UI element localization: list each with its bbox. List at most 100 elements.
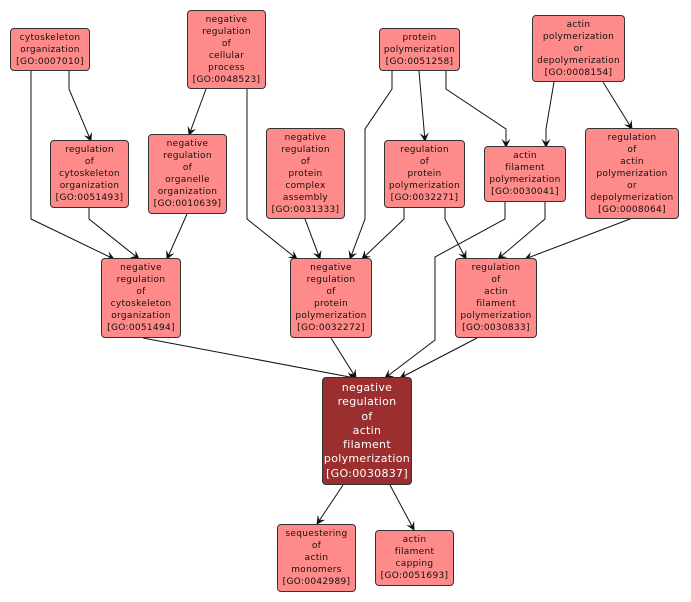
go-term-label-line: of xyxy=(300,156,311,167)
edge-GO0051258-to-GO0032271 xyxy=(418,70,429,142)
go-term-label-line: filament xyxy=(394,547,435,557)
edge-GO0010639-to-GO0051494 xyxy=(166,213,188,260)
go-term-node-go0030833[interactable]: regulation of actin filament polymerization [… xyxy=(455,258,537,338)
go-term-label-line: polymerization xyxy=(596,168,668,179)
go-term-id: [GO:0032272] xyxy=(297,323,365,333)
edge-GO0008154-to-GO0030041 xyxy=(541,81,555,148)
go-term-label-line: depolymerization xyxy=(590,192,674,203)
go-term-label-line: actin xyxy=(566,19,591,30)
go-term-label-line: negative xyxy=(284,132,327,143)
go-term-label-line: filament xyxy=(343,438,391,452)
edge-GO0030837-to-GO0051693 xyxy=(389,484,415,531)
go-term-label-line: of xyxy=(361,409,373,423)
go-term-label-line: negative xyxy=(341,380,393,394)
go-term-label-line: or xyxy=(573,43,584,54)
go-term-label-line: polymerization xyxy=(460,311,532,321)
go-term-label-line: cellular xyxy=(208,50,245,61)
edge-GO0032271-to-GO0030833 xyxy=(444,208,467,260)
go-term-label-line: of xyxy=(326,287,336,297)
go-term-label-line: polymerization xyxy=(542,31,615,42)
edge-GO0051494-to-GO0030837 xyxy=(142,337,356,381)
go-term-label-line: of xyxy=(419,157,430,167)
go-term-label-line: actin xyxy=(352,423,382,437)
go-term-label-line: protein xyxy=(402,32,437,43)
go-term-label-line: cytoskeleton xyxy=(110,299,172,309)
go-term-label-line: capping xyxy=(395,559,434,569)
go-term-id: [GO:0007010] xyxy=(16,56,84,67)
go-term-node-go0051493[interactable]: regulation of cytoskeleton organization [GO:… xyxy=(50,140,129,208)
go-term-id: [GO:0051693] xyxy=(380,571,449,581)
go-term-label-line: negative xyxy=(120,263,162,273)
go-term-label-line: regulation xyxy=(281,144,330,155)
go-term-label-line: of xyxy=(221,38,232,49)
edge-GO0051258-to-GO0030041 xyxy=(445,71,511,148)
go-term-label-line: organization xyxy=(111,311,171,321)
go-term-label-line: of xyxy=(491,275,501,285)
go-term-label-line: regulation xyxy=(65,145,114,155)
go-term-label-line: of xyxy=(311,541,322,551)
go-term-id: [GO:0032271] xyxy=(390,193,459,203)
go-term-id: [GO:0051493] xyxy=(55,193,124,203)
go-term-label-line: protein xyxy=(313,299,349,309)
go-term-label-line: of xyxy=(84,157,95,167)
go-term-id: [GO:0048523] xyxy=(192,74,261,85)
go-term-label-line: polymerization xyxy=(323,452,411,466)
go-term-id: [GO:0030041] xyxy=(491,187,559,197)
edge-GO0032271-to-GO0032272 xyxy=(361,208,405,260)
edge-GO0008154-to-GO0008064 xyxy=(602,81,633,130)
go-term-label-line: assembly xyxy=(282,192,329,203)
go-term-label-line: actin xyxy=(484,287,508,297)
go-term-label-line: regulation xyxy=(116,275,166,285)
go-term-label-line: actin xyxy=(304,553,329,563)
go-term-label-line: polymerization xyxy=(388,181,461,191)
go-term-label-line: polymerization xyxy=(383,44,456,55)
edge-GO0007010-to-GO0051493 xyxy=(68,71,92,142)
go-term-label-line: regulation xyxy=(306,275,356,285)
go-term-label-line: filament xyxy=(476,299,516,309)
go-term-node-go0032272[interactable]: negative regulation of protein polymerizatio… xyxy=(290,258,372,338)
go-term-label-line: regulation xyxy=(202,26,251,37)
edge-GO0030837-to-GO0042989 xyxy=(316,484,344,525)
go-term-label-line: negative xyxy=(205,14,248,25)
go-term-label-line: cytoskeleton xyxy=(19,32,81,43)
go-term-label-line: organelle xyxy=(165,175,210,185)
go-term-label-line: of xyxy=(627,144,637,155)
edge-GO0032272-to-GO0030837 xyxy=(330,337,357,379)
go-term-label-line: negative xyxy=(310,263,352,273)
go-term-label-line: protein xyxy=(288,168,323,179)
go-term-label-line: organization xyxy=(157,187,218,197)
edge-GO0030041-to-GO0030837 xyxy=(384,202,506,379)
go-term-label-line: protein xyxy=(407,169,442,179)
edge-GO0008064-to-GO0030833 xyxy=(524,218,631,261)
go-term-label-line: depolymerization xyxy=(536,55,621,66)
go-term-id: [GO:0030833] xyxy=(462,323,530,333)
go-term-label-line: regulation xyxy=(163,151,212,161)
go-term-label-line: polymerization xyxy=(489,175,561,185)
edge-GO0048523-to-GO0010639 xyxy=(187,88,207,136)
go-term-label-line: of xyxy=(136,287,146,297)
go-term-label-line: actin xyxy=(513,151,537,161)
go-term-label-line: or xyxy=(627,180,637,191)
go-term-label-line: organization xyxy=(59,181,120,191)
go-term-label-line: cytoskeleton xyxy=(59,169,120,179)
edge-GO0030833-to-GO0030837 xyxy=(399,337,478,379)
edge-GO0051493-to-GO0051494 xyxy=(88,208,140,260)
go-term-label-line: sequestering xyxy=(285,529,348,539)
go-term-node-go0051494[interactable]: negative regulation of cytoskeleton organiza… xyxy=(101,258,181,338)
go-term-label-line: of xyxy=(182,163,193,173)
go-term-label-line: polymerization xyxy=(295,311,367,321)
go-term-label-line: regulation xyxy=(471,263,521,273)
go-term-id: [GO:0051494] xyxy=(107,323,175,333)
